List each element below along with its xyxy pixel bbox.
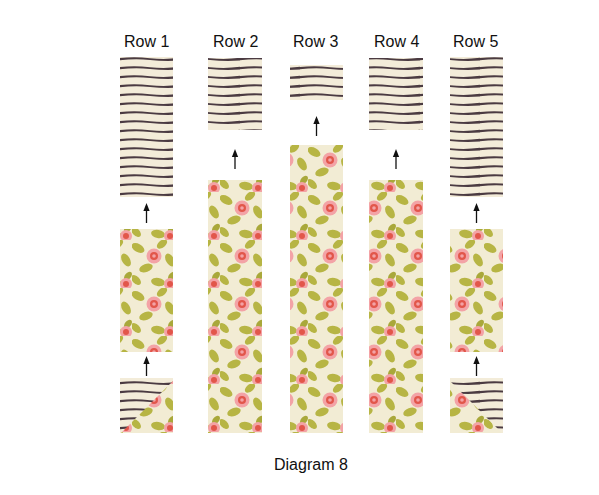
diagram-caption: Diagram 8 [274, 455, 348, 475]
row-label: Row 2 [213, 32, 258, 52]
row-label: Row 3 [293, 32, 338, 52]
row-label: Row 4 [374, 32, 419, 52]
row-label: Row 5 [453, 32, 498, 52]
row-label: Row 1 [124, 32, 169, 52]
